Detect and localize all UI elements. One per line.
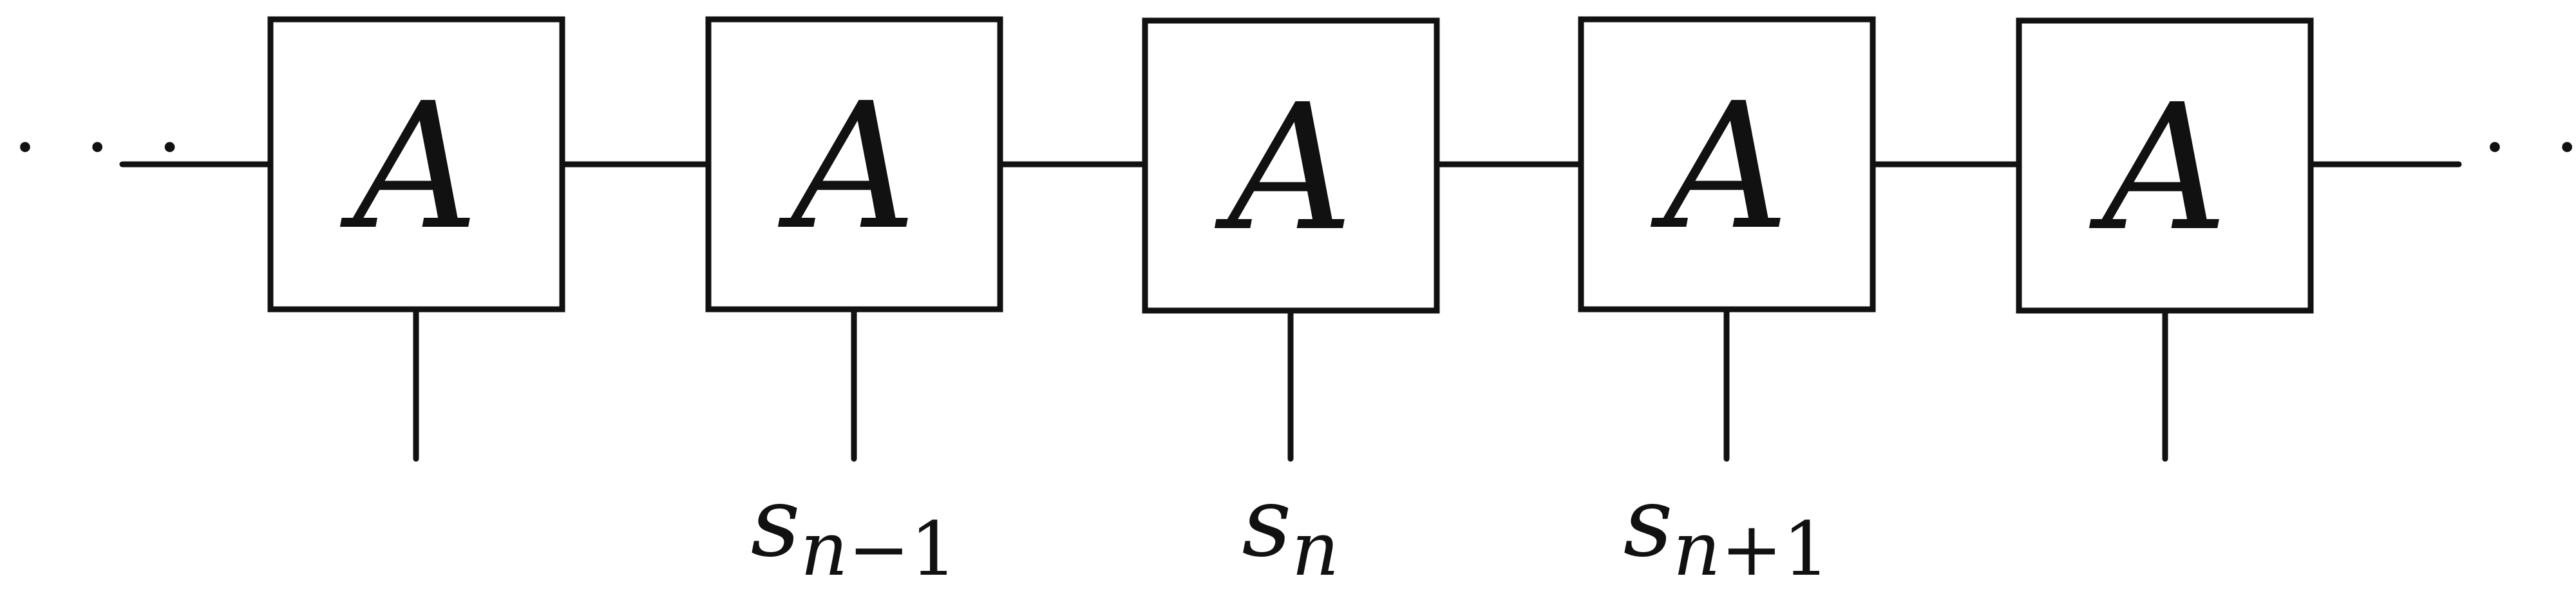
tensor-box-2: [705, 16, 1003, 312]
tensor-node-2: A: [705, 16, 1003, 312]
tensor-label-2: A: [777, 65, 916, 268]
site-label-subscript-var: n: [1673, 506, 1721, 593]
right-ellipsis: · · ·: [2483, 103, 2576, 193]
tensor-box-3: [1142, 17, 1440, 314]
tensor-node-3: A: [1142, 17, 1440, 314]
tensor-node-1: A: [267, 16, 565, 312]
tensor-node-4: A: [1578, 16, 1876, 312]
site-label-subscript-num: 1: [910, 506, 957, 593]
site-label-subscript-op: −: [848, 506, 910, 593]
left-ellipsis: · · ·: [13, 103, 194, 193]
tensor-label-4: A: [1650, 65, 1789, 268]
tensor-box-5: [2016, 17, 2314, 314]
tensor-label-1: A: [339, 65, 478, 268]
site-label-n: sn: [1242, 466, 1339, 593]
site-label-subscript-op: +: [1721, 506, 1783, 593]
site-label-base: s: [751, 466, 800, 579]
site-label-n-minus-1: sn−1: [751, 466, 958, 593]
site-label-subscript-var: n: [1291, 506, 1339, 593]
site-label-subscript-var: n: [800, 506, 848, 593]
site-label-subscript-num: 1: [1783, 506, 1830, 593]
tensor-box-1: [267, 16, 565, 312]
tensor-node-5: A: [2016, 17, 2314, 314]
site-label-base: s: [1624, 466, 1673, 579]
site-label-n-plus-1: sn+1: [1624, 466, 1830, 593]
tensor-box-4: [1578, 16, 1876, 312]
tensor-label-5: A: [2088, 66, 2228, 269]
tensor-label-3: A: [1214, 66, 1353, 269]
site-label-base: s: [1242, 466, 1291, 579]
